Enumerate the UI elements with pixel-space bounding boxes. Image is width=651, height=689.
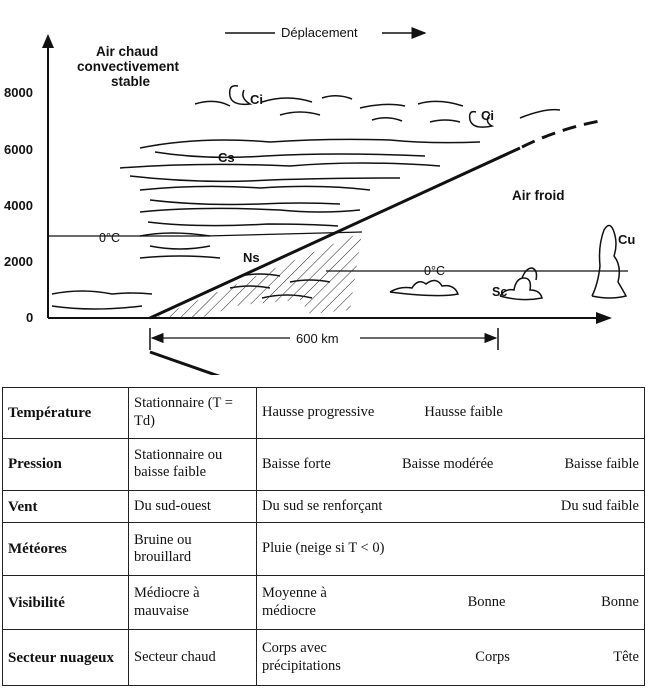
text-tete: Tête xyxy=(613,648,639,665)
text-bonne-2: Bonne xyxy=(601,593,639,610)
text-moyenne-mediocre: Moyenne à médiocre xyxy=(262,585,327,619)
precipitation-hatch xyxy=(155,232,362,318)
tick-label-8000: 8000 xyxy=(4,85,33,100)
text-sud-faible: Du sud faible xyxy=(560,497,639,514)
cell-meteores-warm: Bruine ou brouillard xyxy=(128,522,257,576)
x-axis-arrow xyxy=(596,312,612,324)
cumulus-clouds xyxy=(389,224,628,301)
ci-label-2: Ci xyxy=(481,108,494,123)
tick-label-2000: 2000 xyxy=(4,254,33,269)
row-label-vent: Vent xyxy=(2,490,129,524)
air-chaud-line1: Air chaud xyxy=(96,44,158,59)
ci-label-1: Ci xyxy=(250,92,263,107)
air-chaud-line3: stable xyxy=(111,74,151,89)
cell-pression-front: Baisse forte Baisse modérée Baisse faibl… xyxy=(256,437,645,492)
cirrus-clouds xyxy=(194,84,561,128)
tick-label-6000: 6000 xyxy=(4,142,33,157)
text-hausse-faible: Hausse faible xyxy=(424,404,503,421)
weather-table: Température Stationnaire (T = Td) Hausse… xyxy=(2,387,645,686)
table-row: Température Stationnaire (T = Td) Hausse… xyxy=(2,387,645,439)
cell-visibilite-front: Moyenne à médiocre Bonne Bonne xyxy=(256,574,645,631)
cell-meteores-front: Pluie (neige si T < 0) xyxy=(256,522,645,576)
cell-pression-warm: Stationnaire ou baisse faible xyxy=(128,437,257,492)
cs-label: Cs xyxy=(218,150,235,165)
table-row: Vent Du sud-ouest Du sud se renforçant D… xyxy=(2,490,645,524)
text-baisse-faible: Baisse faible xyxy=(564,455,639,472)
table-row: Secteur nuageux Secteur chaud Corps avec… xyxy=(2,629,645,686)
text-hausse-progressive: Hausse progressive xyxy=(262,404,375,421)
y-axis-arrow xyxy=(42,34,54,48)
row-label-pression: Pression xyxy=(2,437,129,492)
frontal-surface-dashed xyxy=(521,118,606,149)
cell-temperature-front: Hausse progressive Hausse faible xyxy=(256,387,645,439)
cell-vent-warm: Du sud-ouest xyxy=(128,490,257,524)
cell-secteur-front: Corps avec précipitations Corps Tête xyxy=(256,629,645,686)
cell-visibilite-warm: Médiocre à mauvaise xyxy=(128,574,257,631)
tick-label-4000: 4000 xyxy=(4,198,33,213)
text-pluie: Pluie (neige si T < 0) xyxy=(262,540,385,557)
row-label-temperature: Température xyxy=(2,387,129,439)
table-row: Pression Stationnaire ou baisse faible B… xyxy=(2,437,645,492)
air-chaud-line2: convectivement xyxy=(77,59,180,74)
row-label-visibilite: Visibilité xyxy=(2,574,129,631)
cu-label: Cu xyxy=(618,232,635,247)
tick-label-0: 0 xyxy=(26,310,33,325)
row-label-meteores: Météores xyxy=(2,522,129,576)
text-corps-precipitations: Corps avec précipitations xyxy=(262,640,341,674)
zero-label-left: 0°C xyxy=(99,231,120,245)
text-sud-renforcant: Du sud se renforçant xyxy=(262,497,383,514)
text-baisse-moderee: Baisse modérée xyxy=(401,455,494,472)
cirrostratus-clouds xyxy=(119,138,481,206)
air-froid-label: Air froid xyxy=(512,188,565,203)
deplacement-label: Déplacement xyxy=(281,25,358,40)
row-label-secteur: Secteur nuageux xyxy=(2,629,129,686)
text-bonne-1: Bonne xyxy=(467,593,506,610)
table-row: Météores Bruine ou brouillard Pluie (nei… xyxy=(2,522,645,576)
sc-label: Sc xyxy=(492,285,507,299)
text-baisse-forte: Baisse forte xyxy=(262,455,331,472)
table-row: Visibilité Médiocre à mauvaise Moyenne à… xyxy=(2,574,645,631)
pointer-arrow xyxy=(149,350,221,375)
zero-isotherm-left-inside xyxy=(204,231,363,237)
cell-vent-front: Du sud se renforçant Du sud faible xyxy=(256,490,645,524)
distance-label: 600 km xyxy=(296,331,339,346)
text-corps: Corps xyxy=(475,648,510,665)
ns-label: Ns xyxy=(243,250,260,265)
zero-label-right: 0°C xyxy=(424,264,445,278)
cell-secteur-warm: Secteur chaud xyxy=(128,629,257,686)
warm-front-diagram: 8000 6000 4000 2000 0 Déplacement Air ch… xyxy=(4,25,635,375)
cell-temperature-warm: Stationnaire (T = Td) xyxy=(128,387,257,439)
